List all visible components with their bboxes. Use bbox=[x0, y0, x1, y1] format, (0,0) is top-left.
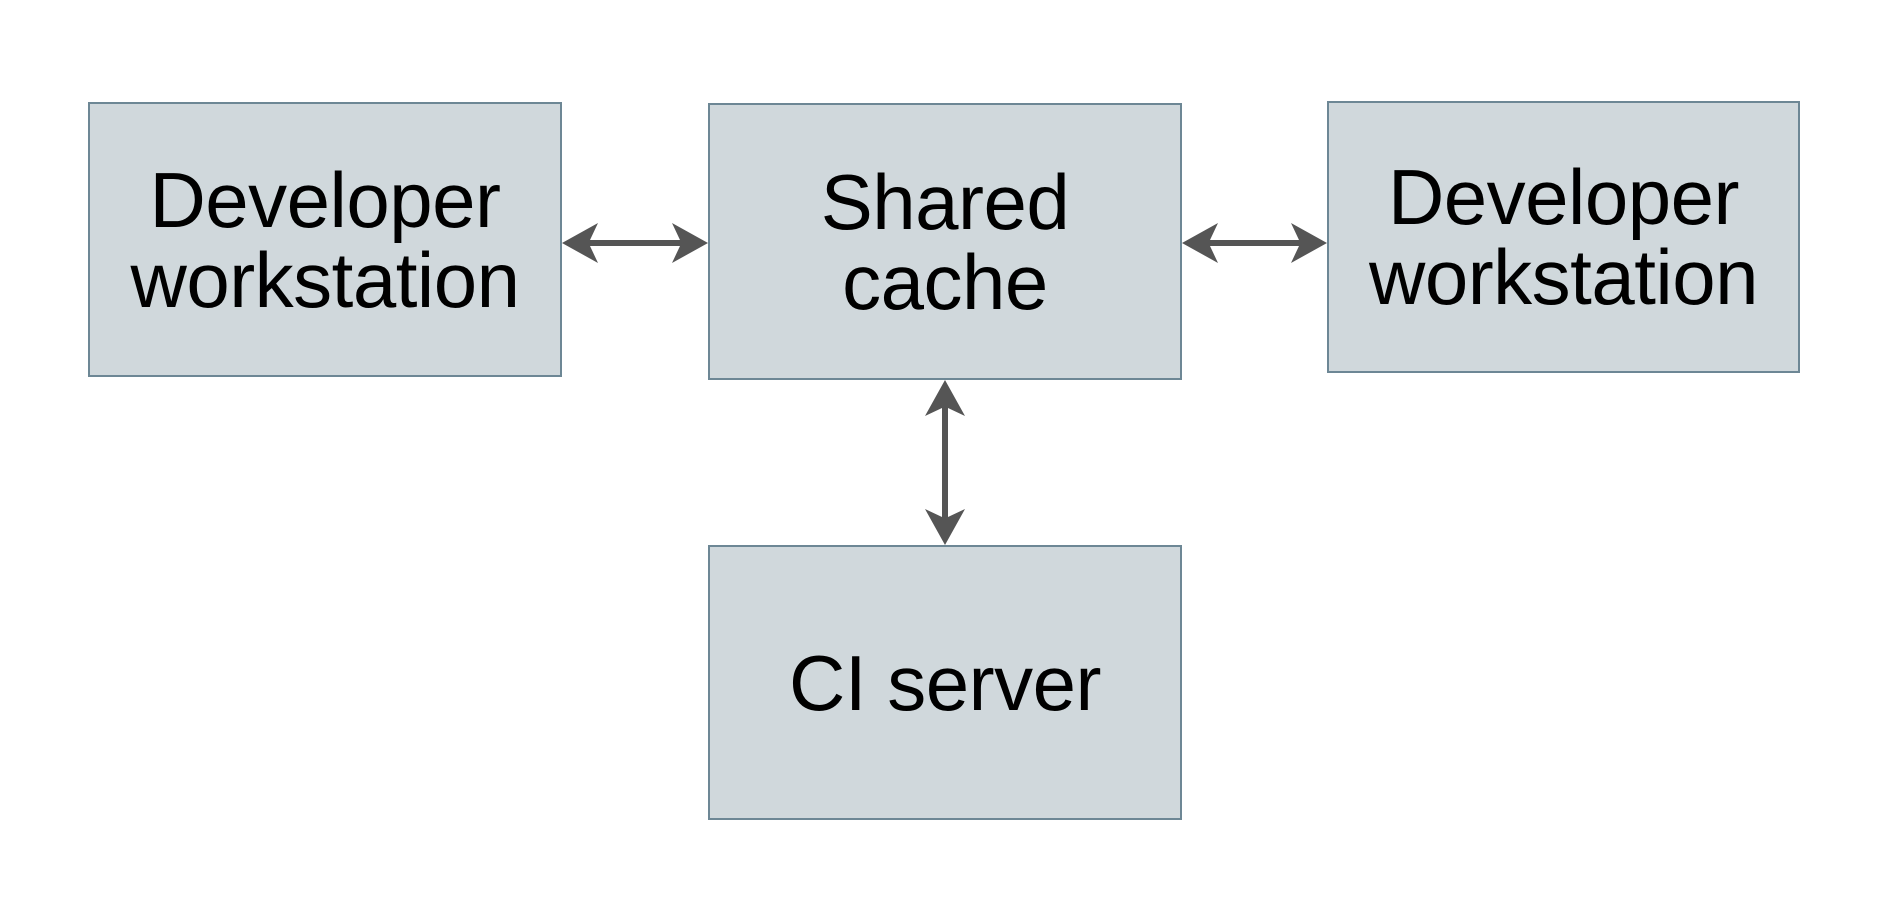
node-ci-server[interactable]: CI server bbox=[708, 545, 1182, 820]
edge-shared-cache-to-dev-right[interactable] bbox=[1180, 214, 1329, 272]
node-label: Developer workstation bbox=[130, 155, 521, 324]
bidirectional-arrow-icon bbox=[1182, 223, 1327, 263]
bidirectional-arrow-icon bbox=[562, 223, 708, 263]
bidirectional-arrow-icon bbox=[925, 380, 965, 545]
node-label: CI server bbox=[789, 638, 1101, 727]
node-developer-workstation-left[interactable]: Developer workstation bbox=[88, 102, 562, 377]
edge-dev-left-to-shared-cache[interactable] bbox=[560, 214, 710, 272]
node-shared-cache[interactable]: Shared cache bbox=[708, 103, 1182, 380]
node-label: Developer workstation bbox=[1369, 153, 1759, 321]
node-label: Shared cache bbox=[820, 157, 1070, 326]
edge-shared-cache-to-ci-server[interactable] bbox=[916, 378, 974, 547]
node-developer-workstation-right[interactable]: Developer workstation bbox=[1327, 101, 1800, 373]
